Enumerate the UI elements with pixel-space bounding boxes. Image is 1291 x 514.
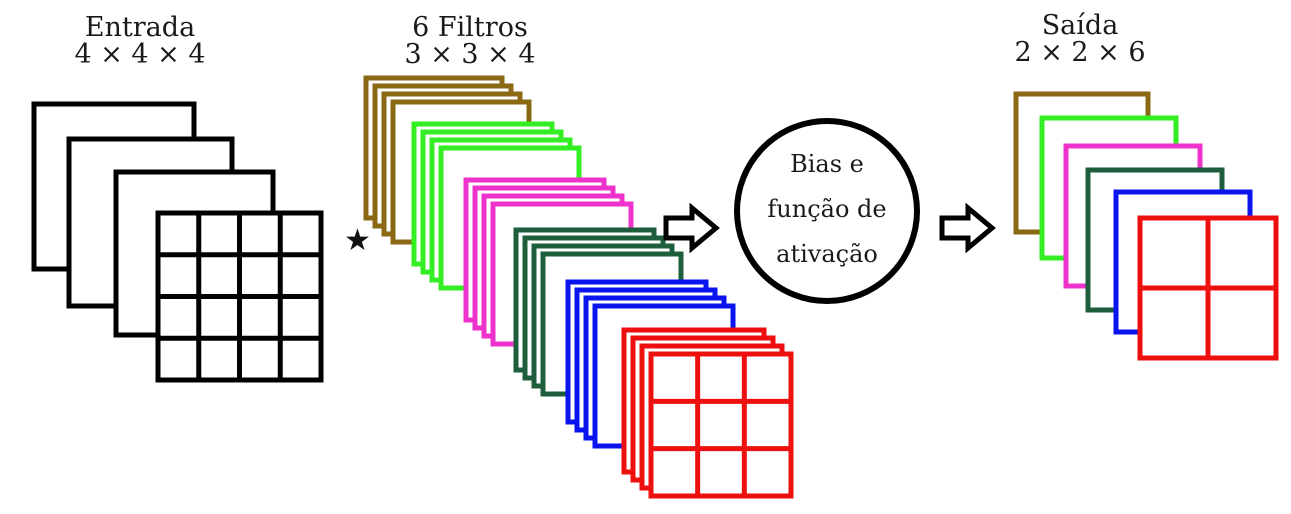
filters-label: 6 Filtros 3 × 3 × 4 [370, 14, 570, 68]
input-dims: 4 × 4 × 4 [74, 39, 206, 70]
right-arrow-icon [939, 202, 996, 254]
output-label: Saída 2 × 2 × 6 [980, 12, 1180, 66]
input-label: Entrada 4 × 4 × 4 [40, 14, 240, 68]
bias-line-3: ativação [776, 240, 878, 268]
right-arrow-icon [663, 202, 720, 254]
bias-line-1: Bias e [790, 150, 864, 178]
convolution-star-icon: ★ [344, 223, 371, 258]
bias-line-2: função de [767, 195, 887, 223]
filter-6-sheet [648, 351, 794, 499]
output-title: Saída [1041, 10, 1119, 41]
output-dims: 2 × 2 × 6 [1014, 37, 1146, 68]
input-title: Entrada [84, 12, 196, 43]
bias-activation-circle [734, 118, 920, 304]
filters-dims: 3 × 3 × 4 [404, 39, 536, 70]
filters-title: 6 Filtros [412, 12, 528, 43]
bias-activation-label: Bias e função de ativação [738, 142, 916, 277]
